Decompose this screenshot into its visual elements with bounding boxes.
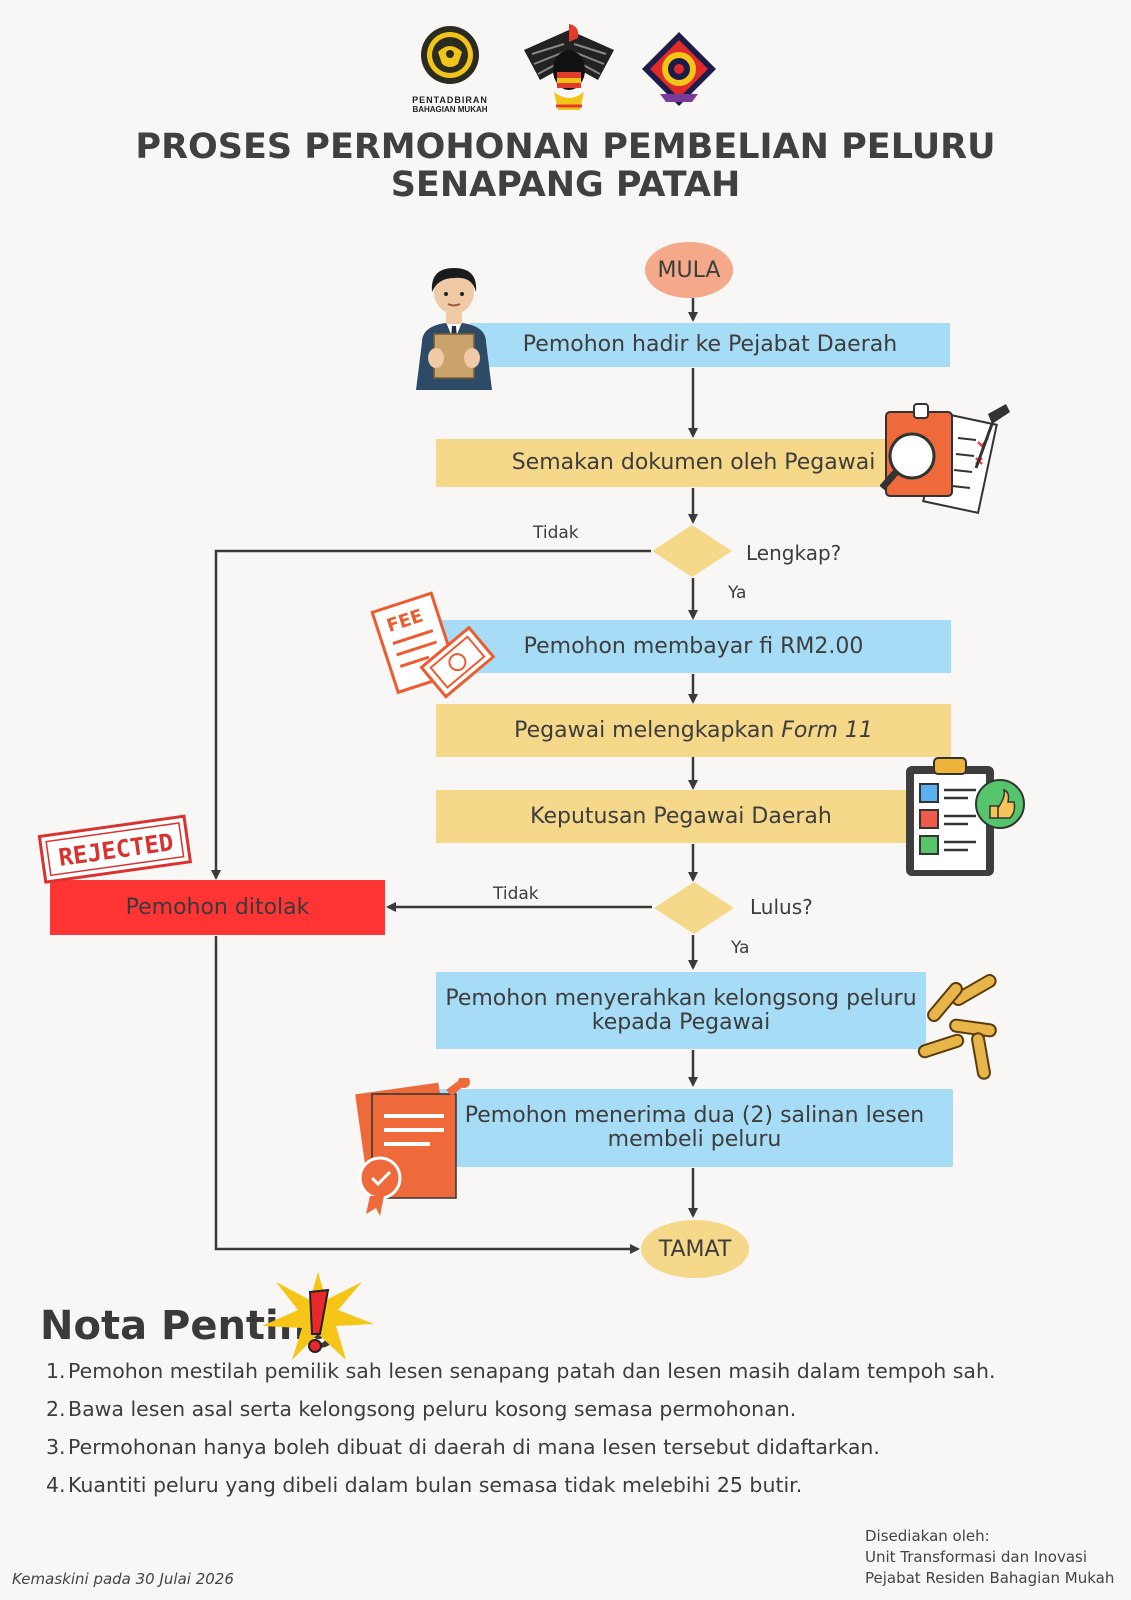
fee-receipt-icon: FEE: [370, 591, 496, 699]
note-item: 2.Bawa lesen asal serta kelongsong pelur…: [46, 1397, 797, 1421]
exclamation-burst-icon: [262, 1272, 374, 1360]
step-pemohon-hadir: Pemohon hadir ke Pejabat Daerah: [470, 323, 950, 367]
step-keputusan: Keputusan Pegawai Daerah: [436, 790, 926, 843]
step-terima-lesen: Pemohon menerima dua (2) salinan lesen m…: [436, 1089, 953, 1167]
magnifier-checklist-icon: [880, 403, 1010, 515]
hornbill-crest-icon: [524, 24, 614, 110]
district-emblem-logo: PENTADBIRAN BAHAGIAN MUKAH: [408, 24, 492, 114]
prepared-by-office: Pejabat Residen Bahagian Mukah: [865, 1569, 1115, 1587]
step-form-11-italic: Form 11: [781, 717, 873, 743]
prepared-by-unit: Unit Transformasi dan Inovasi: [865, 1548, 1088, 1566]
emblem-icon: [421, 26, 479, 84]
step-serah-line2: kepada Pegawai: [591, 1009, 771, 1035]
page-title-line2: SENAPANG PATAH: [390, 165, 741, 205]
decision-lulus-yes: Ya: [731, 938, 750, 958]
rejected-box: Pemohon ditolak: [50, 880, 385, 935]
start-oval: MULA: [645, 242, 733, 298]
clipboard-approval-icon: [906, 757, 1025, 876]
step-terima-line2: membeli peluru: [607, 1127, 782, 1152]
step-terima-line1: Pemohon menerima dua (2) salinan lesen: [464, 1103, 925, 1128]
certificate-stamp-icon: [355, 1078, 470, 1216]
decision-lulus-label: Lulus?: [750, 895, 813, 919]
bullet-casings-icon: [917, 974, 997, 1080]
end-oval: TAMAT: [641, 1220, 749, 1278]
officer-person-icon: [416, 268, 492, 390]
decision-lulus-diamond: [654, 882, 734, 934]
updated-date: Kemaskini pada 30 Julai 2026: [12, 1570, 234, 1588]
arrow-decision1-no: [211, 549, 651, 880]
decision-lengkap-diamond: [652, 525, 732, 577]
page-title-line1: PROSES PERMOHONAN PEMBELIAN PELURU: [135, 127, 996, 167]
prepared-by-label: Disediakan oleh:: [865, 1527, 990, 1545]
prepared-by-block: Disediakan oleh: Unit Transformasi dan I…: [865, 1526, 1114, 1589]
arrow-rejected-end: [214, 936, 640, 1254]
note-item: 1.Pemohon mestilah pemilik sah lesen sen…: [46, 1359, 996, 1383]
note-item: 4.Kuantiti peluru yang dibeli dalam bula…: [46, 1473, 803, 1497]
decision-lengkap-yes: Ya: [728, 583, 747, 603]
decision-lulus-no: Tidak: [493, 884, 539, 904]
notes-list: 1.Pemohon mestilah pemilik sah lesen sen…: [46, 1352, 996, 1504]
logo-text-line2: BAHAGIAN MUKAH: [412, 105, 488, 114]
diamond-emblem-icon: [642, 32, 716, 106]
step-semakan-dokumen: Semakan dokumen oleh Pegawai: [436, 439, 951, 487]
logo-text-line1: PENTADBIRAN: [412, 95, 488, 105]
decision-lengkap-no: Tidak: [533, 523, 579, 543]
step-serah-line1: Pemohon menyerahkan kelongsong peluru: [445, 985, 917, 1011]
rejected-stamp-icon: REJECTED: [37, 814, 193, 884]
note-item: 3.Permohonan hanya boleh dibuat di daera…: [46, 1435, 880, 1459]
step-form-11-prefix: Pegawai melengkapkan: [514, 717, 782, 743]
step-form-11: Pegawai melengkapkan Form 11: [436, 704, 951, 757]
step-membayar-fi: Pemohon membayar fi RM2.00: [436, 620, 951, 673]
step-serah-kelongsong: Pemohon menyerahkan kelongsong peluru ke…: [436, 972, 926, 1049]
decision-lengkap-label: Lengkap?: [746, 541, 842, 565]
